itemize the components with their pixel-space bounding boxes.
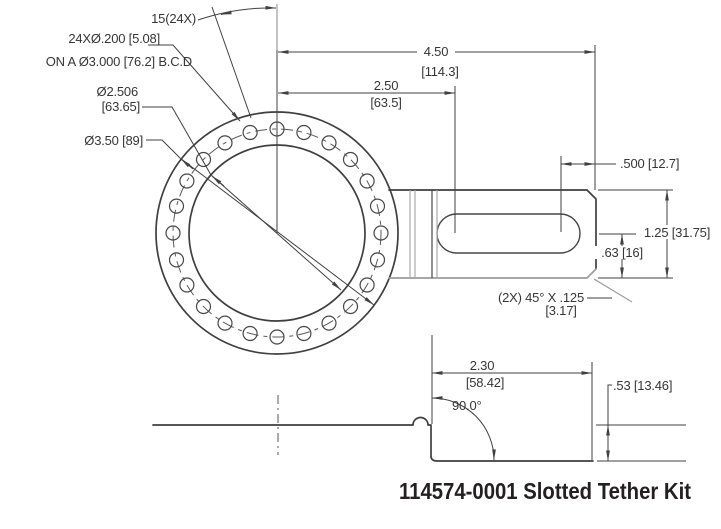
inner-dia-arrow [211, 175, 225, 187]
tab-bottom-edge [388, 268, 597, 279]
width-in: 4.50 [424, 44, 449, 59]
top-view-flange [155, 111, 597, 355]
angle-label: 15(24X) [151, 11, 196, 26]
bolt-hole [296, 124, 312, 141]
tab-outline [388, 189, 597, 270]
chamfer-mm: [3.17] [545, 303, 576, 318]
side-view [152, 335, 686, 462]
bolt-circle-centerline [172, 128, 382, 338]
holes-leader [148, 44, 241, 122]
bolt-hole [179, 277, 195, 293]
bolt-hole [296, 325, 312, 342]
inner-dia-leader [142, 106, 342, 291]
bolt-hole [342, 151, 359, 168]
bolt-hole [217, 315, 233, 331]
bolt-hole [195, 298, 212, 315]
bend-angle-label: 90.0° [452, 398, 482, 413]
angle-arc-arrow [220, 10, 232, 15]
step-leader [607, 384, 612, 425]
step-label: .53 [13.46] [613, 378, 672, 393]
inner-dia-mm: [63.65] [102, 99, 140, 114]
bolt-hole [342, 298, 359, 315]
bolt-hole [217, 135, 233, 151]
outer-dia-arrow [180, 158, 194, 170]
bolt-hole [373, 225, 389, 241]
side-profile [152, 416, 594, 462]
angle-arc [197, 5, 277, 21]
slot-end-label: .500 [12.7] [620, 156, 679, 171]
leg-length-in: 2.30 [470, 358, 495, 373]
leg-length-mm: [58.42] [466, 375, 504, 390]
drawing-title: 114574-0001 Slotted Tether Kit [399, 478, 691, 504]
bolt-hole [242, 325, 258, 342]
bolt-hole [179, 173, 195, 189]
holes-label2: ON A Ø3.000 [76.2] B.C.D [46, 54, 192, 69]
bolt-hole [369, 252, 386, 268]
chamfer-label: (2X) 45° X .125 [498, 290, 584, 305]
dimension-labels: 15(24X) 24XØ.200 [5.08] ON A Ø3.000 [76.… [46, 11, 711, 413]
bolt-hole [369, 198, 386, 214]
bolt-hole [269, 329, 285, 345]
slot-in: 2.50 [374, 78, 399, 93]
bolt-hole [168, 198, 185, 214]
bolt-hole [359, 173, 375, 189]
bolt-hole [242, 124, 258, 141]
bolt-hole [168, 252, 185, 268]
outer-dia-label: Ø3.50 [89] [84, 133, 143, 148]
width-mm: [114.3] [421, 64, 458, 79]
bolt-hole [195, 151, 212, 168]
bolt-hole [359, 277, 375, 293]
text-masks [417, 44, 713, 259]
slot-mm: [63.5] [370, 95, 401, 110]
offset-label: .63 [16] [601, 245, 643, 260]
top-view-dimensions [142, 4, 673, 306]
height-label: 1.25 [31.75] [644, 225, 710, 240]
inner-dia-label: Ø2.506 [97, 84, 138, 99]
angle-ray [211, 6, 252, 119]
bend-angle-arc [431, 396, 496, 461]
bolt-hole [321, 315, 337, 331]
chamfer-leader-diag [593, 278, 633, 303]
bolt-hole [321, 135, 337, 151]
outer-dia-leader [146, 139, 375, 306]
slot [436, 213, 581, 254]
bolt-hole [165, 225, 181, 241]
holes-label: 24XØ.200 [5.08] [68, 31, 160, 46]
